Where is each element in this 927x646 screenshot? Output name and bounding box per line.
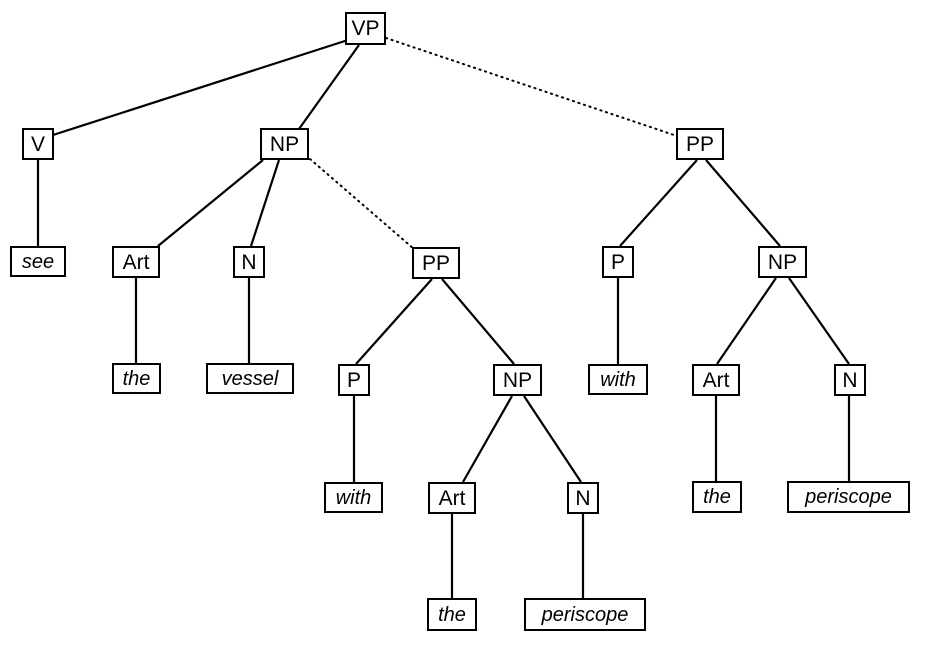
tree-node-pp_right: PP [676,128,724,160]
tree-node-art1: Art [112,246,160,278]
tree-edge-pp_mid-to-p_mid [355,278,433,365]
tree-node-vessel: vessel [206,363,294,394]
tree-node-with_m: with [324,482,383,513]
tree-node-periscope_r: periscope [787,481,910,513]
tree-node-art_r: Art [692,364,740,396]
tree-node-the_m: the [427,598,477,631]
tree-node-vp: VP [345,12,386,45]
tree-node-n_r: N [834,364,866,396]
tree-edge-np1-to-n1 [249,159,281,247]
tree-node-v: V [22,128,54,160]
tree-node-with_r: with [588,364,648,395]
tree-node-np_right: NP [758,246,807,278]
tree-node-n_m: N [567,482,599,514]
tree-node-the1: the [112,363,161,394]
tree-edge-pp_right-to-np_right [705,159,781,247]
tree-edge-pp_right-to-p_right [619,159,698,247]
tree-edge-vp-to-v [52,38,349,137]
tree-node-n1: N [233,246,265,278]
tree-edge-np_right-to-n_r [788,277,850,365]
tree-edge-pp_mid-to-np_mid [441,278,515,365]
tree-node-p_right: P [602,246,634,278]
tree-node-np_mid: NP [493,364,542,396]
tree-node-np1: NP [260,128,309,160]
tree-node-periscope_m: periscope [524,598,646,631]
tree-edge-np1-to-pp_mid [309,158,415,250]
tree-node-pp_mid: PP [412,247,460,279]
tree-node-see: see [10,246,66,277]
tree-edge-np_mid-to-n_m [523,395,582,483]
tree-node-p_mid: P [338,364,370,396]
tree-node-art_m: Art [428,482,476,514]
tree-edge-np_mid-to-art_m [462,395,513,483]
tree-edge-np_right-to-art_r [716,277,777,365]
tree-edge-np1-to-art1 [157,159,264,247]
tree-edge-vp-to-pp_right [385,37,678,137]
tree-node-the_r: the [692,481,742,513]
tree-edge-vp-to-np1 [298,44,360,130]
